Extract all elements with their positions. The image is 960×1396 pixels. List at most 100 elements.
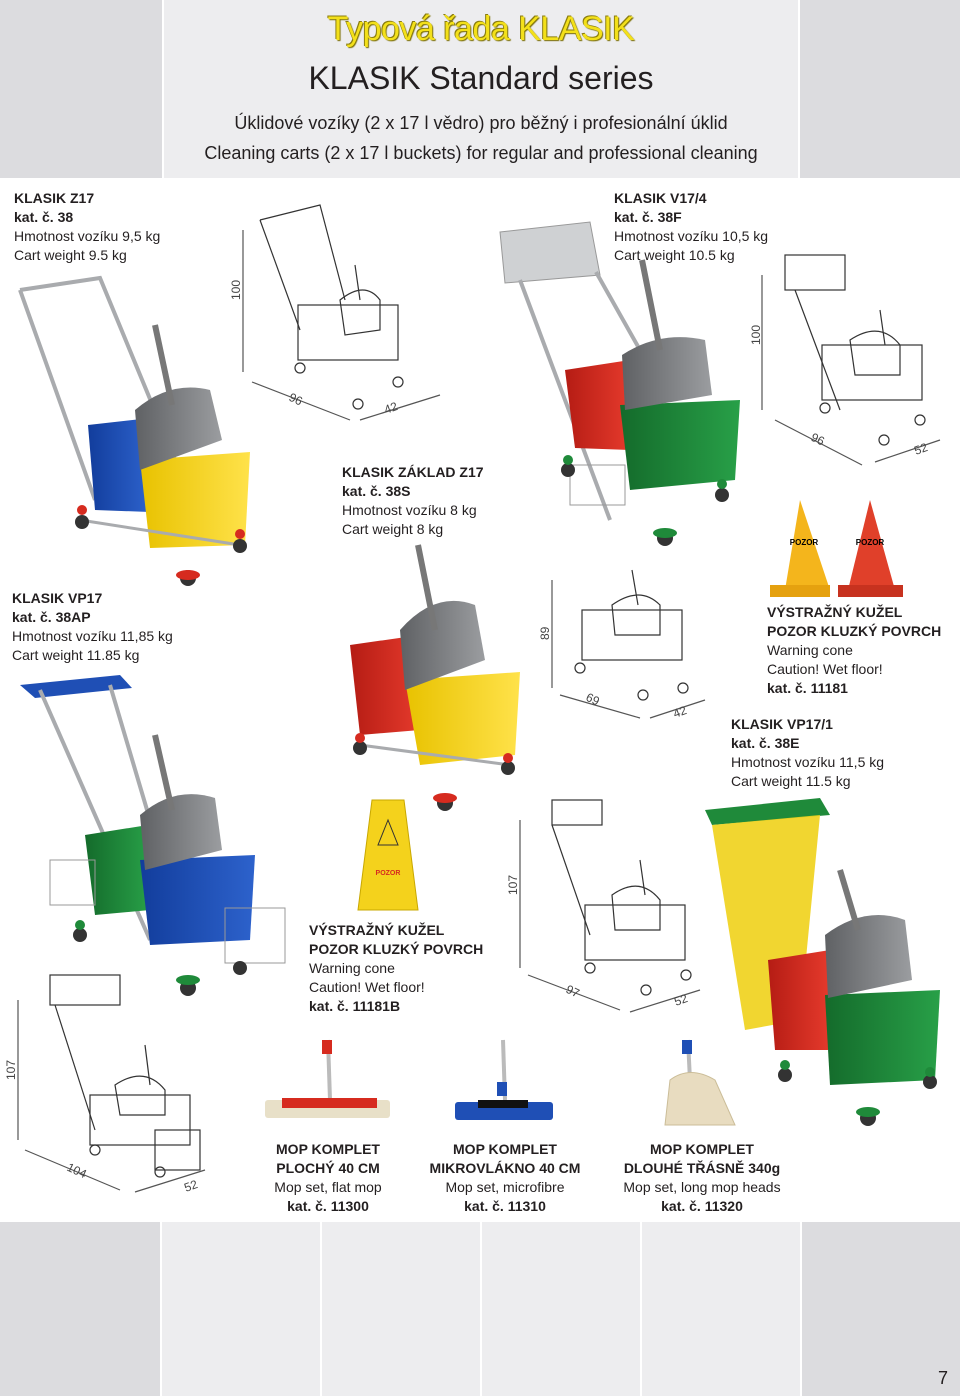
header-panel [164,0,798,178]
subtitle-cz: Úklidové vozíky (2 x 17 l vědro) pro běž… [234,113,728,133]
product-vp171-cat: kat. č. 38E [731,735,800,751]
dim-vp171-height: 107 [506,875,520,895]
dim-vp17-length: 104 [65,1160,89,1181]
product-mop-long-info: MOP KOMPLET DLOUHÉ TŘÁSNĚ 340g Mop set, … [602,1140,802,1216]
mop-micro-en: Mop set, microfibre [445,1179,565,1195]
product-vp17-info: KLASIK VP17 kat. č. 38AP Hmotnost vozíku… [12,589,173,665]
product-vp17-name: KLASIK VP17 [12,590,103,606]
cart-z17-photo [18,275,250,586]
product-cone-info: VÝSTRAŽNÝ KUŽEL POZOR KLUZKÝ POVRCH Warn… [767,603,941,698]
dim-zaklad-height: 89 [538,626,552,640]
product-cone-name2: POZOR KLUZKÝ POVRCH [767,623,942,639]
mop-long-en: Mop set, long mop heads [623,1179,781,1195]
cart-z17-drawing [242,204,441,421]
dim-v17-width: 52 [912,440,930,458]
footer-panel-1 [0,1222,160,1396]
header-right-panel [800,0,960,178]
subtitle-en: Cleaning carts (2 x 17 l buckets) for re… [204,143,758,163]
cart-zaklad-photo [350,544,520,811]
product-mop-flat-info: MOP KOMPLET PLOCHÝ 40 CM Mop set, flat m… [228,1140,428,1216]
product-vp17-cat: kat. č. 38AP [12,609,91,625]
product-vp171-name: KLASIK VP17/1 [731,716,833,732]
product-v17-cat: kat. č. 38F [614,209,682,225]
mop-flat-cat: kat. č. 11300 [287,1198,369,1214]
product-z17-weight-cz: Hmotnost vozíku 9,5 kg [14,228,161,244]
product-vp17-weight-en: Cart weight 11.85 kg [12,647,140,663]
product-sign-en1: Warning cone [309,960,395,976]
mop-long-name1: MOP KOMPLET [650,1141,754,1157]
product-cone-cat: kat. č. 11181 [767,680,848,696]
product-z17-cat: kat. č. 38 [14,209,74,225]
mop-long-name2: DLOUHÉ TŘÁSNĚ 340g [623,1160,781,1176]
product-sign-name2: POZOR KLUZKÝ POVRCH [309,941,484,957]
header-left-panel [0,0,162,178]
product-cone-en2: Caution! Wet floor! [767,661,883,677]
warning-cones-photo: POZOR POZOR [770,500,903,597]
mop-flat-photo [265,1039,390,1118]
cone-text-1: POZOR [790,538,819,547]
product-vp171-weight-cz: Hmotnost vozíku 11,5 kg [731,754,885,770]
product-cone-en1: Warning cone [767,642,853,658]
product-z17-name: KLASIK Z17 [14,190,95,206]
product-zaklad-name: KLASIK ZÁKLAD Z17 [342,464,484,480]
cart-vp17-photo [20,675,286,996]
product-sign-info: VÝSTRAŽNÝ KUŽEL POZOR KLUZKÝ POVRCH Warn… [309,921,483,1016]
cart-vp171-drawing [519,799,701,1013]
dim-vp17-width: 52 [182,1177,200,1195]
product-vp17-weight-cz: Hmotnost vozíku 11,85 kg [12,628,173,644]
product-v17-weight-en: Cart weight 10.5 kg [614,247,735,263]
mop-micro-cat: kat. č. 11310 [464,1198,546,1214]
product-v17-name: KLASIK V17/4 [614,190,707,206]
mop-flat-name2: PLOCHÝ 40 CM [276,1160,380,1176]
product-sign-name1: VÝSTRAŽNÝ KUŽEL [309,922,445,938]
cone-text-2: POZOR [856,538,885,547]
dim-v17-length: 96 [809,430,827,448]
cart-vp17-drawing [17,974,206,1193]
page-title-en: KLASIK Standard series [308,60,654,96]
page-title-cz: Typová řada KLASIK [327,10,635,48]
floor-sign-photo: POZOR [357,799,419,911]
product-zaklad-weight-en: Cart weight 8 kg [342,521,444,537]
mop-micro-name1: MOP KOMPLET [453,1141,557,1157]
mop-flat-en: Mop set, flat mop [274,1179,382,1195]
footer-panel-3 [322,1222,480,1396]
product-zaklad-weight-cz: Hmotnost vozíku 8 kg [342,502,477,518]
cart-vp171-photo [705,798,940,1126]
product-vp171-weight-en: Cart weight 11.5 kg [731,773,851,789]
mop-long-cat: kat. č. 11320 [661,1198,743,1214]
product-vp171-info: KLASIK VP17/1 kat. č. 38E Hmotnost vozík… [731,715,884,791]
dim-v17-height: 100 [749,325,763,345]
product-z17-info: KLASIK Z17 kat. č. 38 Hmotnost vozíku 9,… [14,189,160,265]
product-v17-info: KLASIK V17/4 kat. č. 38F Hmotnost vozíku… [614,189,768,265]
dim-zaklad-width: 42 [671,703,689,721]
mop-micro-photo [455,1039,553,1120]
dim-z17-height: 100 [229,280,243,300]
product-v17-weight-cz: Hmotnost vozíku 10,5 kg [614,228,769,244]
cart-zaklad-drawing [551,569,706,719]
dim-z17-length: 96 [287,390,305,408]
mop-flat-name1: MOP KOMPLET [276,1141,380,1157]
page-number: 7 [937,1368,948,1388]
product-sign-en2: Caution! Wet floor! [309,979,425,995]
product-mop-micro-info: MOP KOMPLET MIKROVLÁKNO 40 CM Mop set, m… [405,1140,605,1216]
dim-vp17-height: 107 [4,1060,18,1080]
footer-panel-5 [642,1222,800,1396]
dim-zaklad-length: 69 [584,690,602,708]
footer-panel-4 [482,1222,640,1396]
footer-panel-6 [802,1222,960,1396]
footer-panel-2 [162,1222,320,1396]
dim-z17-width: 42 [382,399,400,417]
mop-long-photo [664,1039,736,1126]
product-z17-weight-en: Cart weight 9.5 kg [14,247,127,263]
cart-v17-drawing [761,254,941,466]
cart-v17-photo [499,221,740,546]
dim-vp171-width: 52 [672,991,690,1009]
dim-vp171-length: 97 [564,982,582,1000]
product-zaklad-cat: kat. č. 38S [342,483,411,499]
mop-micro-name2: MIKROVLÁKNO 40 CM [429,1160,581,1176]
product-zaklad-info: KLASIK ZÁKLAD Z17 kat. č. 38S Hmotnost v… [342,463,484,539]
product-cone-name1: VÝSTRAŽNÝ KUŽEL [767,604,903,620]
product-sign-cat: kat. č. 11181B [309,998,401,1014]
sign-text: POZOR [376,870,401,877]
